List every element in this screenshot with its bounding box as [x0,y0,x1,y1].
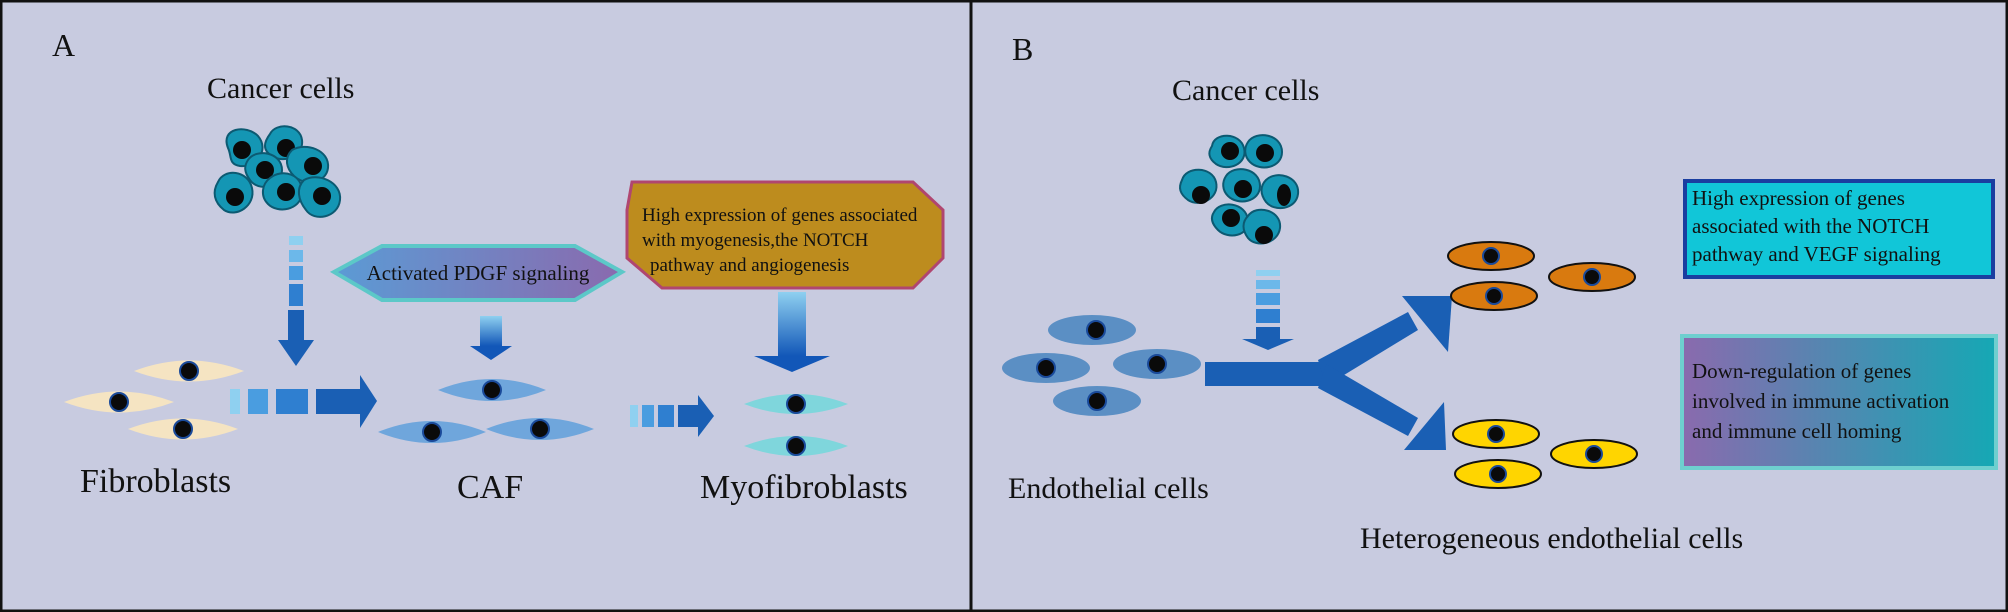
yellow-endothelial-cell [1454,459,1542,489]
cancer-cell [298,176,342,218]
endothelial-label: Endothelial cells [1008,472,1209,505]
cancer-cell [213,172,254,214]
arrow-caf-to-myofibroblast [630,395,714,437]
caf-cell [378,421,486,443]
yellow-endothelial-group [1452,419,1638,489]
cancer-cell [1210,203,1250,237]
genes-box-line-1: High expression of genes associated [642,205,918,226]
fibroblast-cell [128,418,238,440]
panel-a-letter: A [52,27,75,63]
caf-cell [486,418,594,440]
cancer-cell [1260,174,1300,210]
immune-box-line-3: and immune cell homing [1692,419,1902,443]
orange-endothelial-cell [1548,262,1636,292]
notch-box-line-1: High expression of genes [1692,186,1905,210]
caf-group [378,379,594,443]
orange-endothelial-cell [1450,281,1538,311]
endothelial-cell [1113,349,1201,379]
fibroblast-group [64,360,244,440]
cancer-cell-cluster-b [1179,134,1300,245]
cancer-cell [1208,134,1246,169]
caf-label: CAF [457,469,523,506]
yellow-endothelial-cell [1550,439,1638,469]
myofibroblast-cell [744,394,848,414]
pdgf-signaling-box: Activated PDGF signaling [329,244,627,302]
arrow-fibroblast-to-caf [230,375,377,428]
pdgf-box-text: Activated PDGF signaling [367,261,590,285]
arrow-pdgf-to-caf [470,316,512,360]
myofibroblast-cell [744,436,848,456]
arrow-cancer-to-fibroblast [278,236,314,366]
notch-box-line-2: associated with the NOTCH [1692,214,1929,238]
endothelial-group [1002,315,1201,416]
orange-endothelial-group [1447,241,1636,311]
panel-a-cancer-label: Cancer cells [207,72,354,105]
caf-cell [438,379,546,401]
heterogeneous-label: Heterogeneous endothelial cells [1360,522,1743,555]
panel-b-letter: B [1012,31,1033,67]
myofibroblast-label: Myofibroblasts [700,469,908,506]
arrow-genes-to-myofibroblast [754,292,830,372]
genes-box-line-2: with myogenesis,the NOTCH [642,230,869,251]
immune-downregulation-box: Down-regulation of genes involved in imm… [1680,334,1998,470]
fibroblast-label: Fibroblasts [80,463,231,500]
cancer-cell [1244,134,1284,169]
notch-box-line-3: pathway and VEGF signaling [1692,242,1941,266]
cancer-cell [1222,168,1262,203]
endothelial-cell [1053,386,1141,416]
cancer-cell [1242,208,1282,245]
myofibroblast-group [744,394,848,456]
myogenesis-genes-box: High expression of genes associated with… [625,180,945,290]
immune-box-line-2: involved in immune activation [1692,389,1950,413]
cancer-cell [1179,168,1218,204]
yellow-endothelial-cell [1452,419,1540,449]
genes-box-line-3: pathway and angiogenesis [650,255,849,276]
fibroblast-cell [134,360,244,382]
fibroblast-cell [64,391,174,413]
panel-b-cancer-label: Cancer cells [1172,74,1319,107]
cancer-cell-cluster-a [213,125,342,218]
branching-arrow [1205,296,1452,450]
endothelial-cell [1048,315,1136,345]
orange-endothelial-cell [1447,241,1535,271]
cancer-cell [262,172,304,211]
immune-box-line-1: Down-regulation of genes [1692,359,1911,383]
arrow-cancer-to-endothelial [1242,270,1294,350]
endothelial-cell [1002,353,1090,383]
notch-vegf-box: High expression of genes associated with… [1683,179,1995,279]
